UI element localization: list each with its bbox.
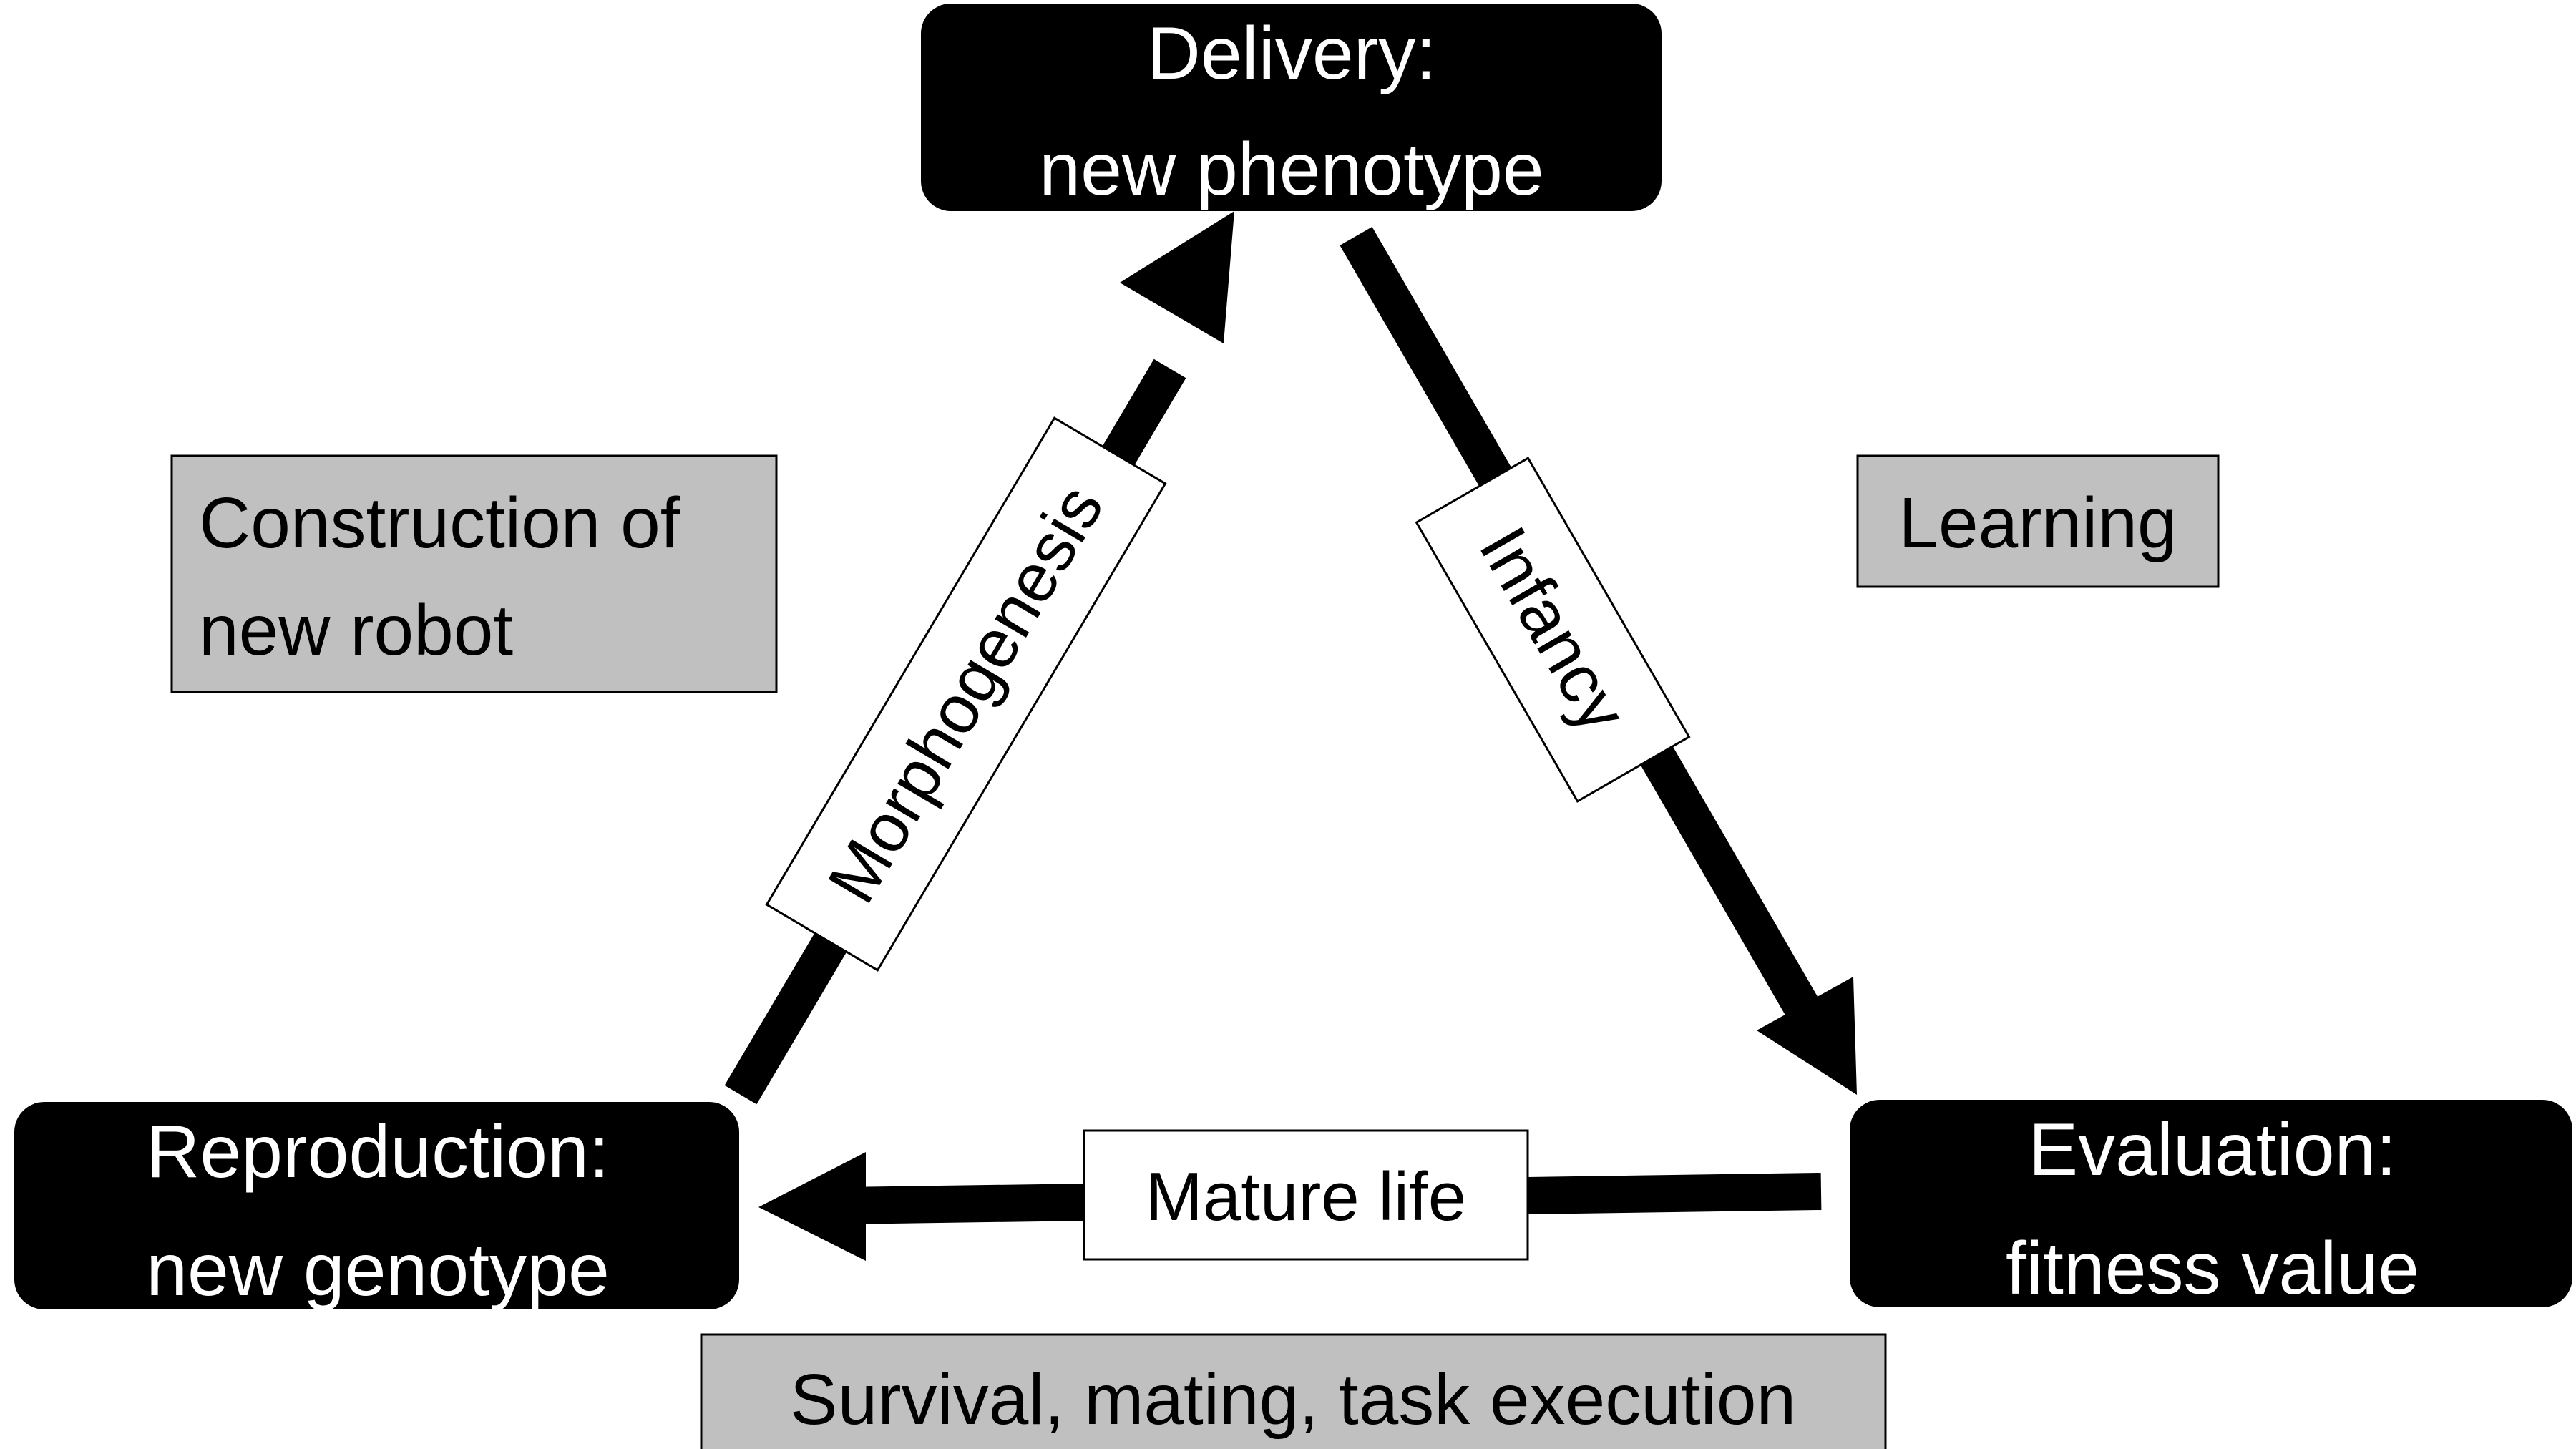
construction-note: Construction of new robot bbox=[170, 454, 778, 693]
construction-line1: Construction of bbox=[199, 483, 680, 563]
evaluation-node: Evaluation: fitness value bbox=[1850, 1100, 2572, 1310]
learning-text: Learning bbox=[1898, 483, 2177, 563]
evaluation-line1: Evaluation: bbox=[2029, 1108, 2397, 1191]
evaluation-line2: fitness value bbox=[2006, 1227, 2419, 1310]
reproduction-node: Reproduction: new genotype bbox=[14, 1102, 739, 1312]
learning-note: Learning bbox=[1856, 454, 2220, 588]
reproduction-line2: new genotype bbox=[146, 1229, 610, 1312]
reproduction-line1: Reproduction: bbox=[146, 1111, 610, 1194]
survival-note: Survival, mating, task execution bbox=[700, 1333, 1887, 1449]
delivery-node: Delivery: new phenotype bbox=[921, 4, 1662, 211]
survival-text: Survival, mating, task execution bbox=[790, 1360, 1796, 1440]
delivery-line1: Delivery: bbox=[1147, 12, 1437, 95]
construction-line2: new robot bbox=[199, 590, 513, 670]
infancy-label: Infancy bbox=[1415, 457, 1691, 803]
mature-life-text: Mature life bbox=[1146, 1158, 1466, 1235]
morphogenesis-text: Morphogenesis bbox=[813, 472, 1118, 915]
delivery-line2: new phenotype bbox=[1039, 128, 1543, 211]
morphogenesis-label: Morphogenesis bbox=[765, 416, 1167, 972]
mature-life-label: Mature life bbox=[1083, 1129, 1529, 1261]
